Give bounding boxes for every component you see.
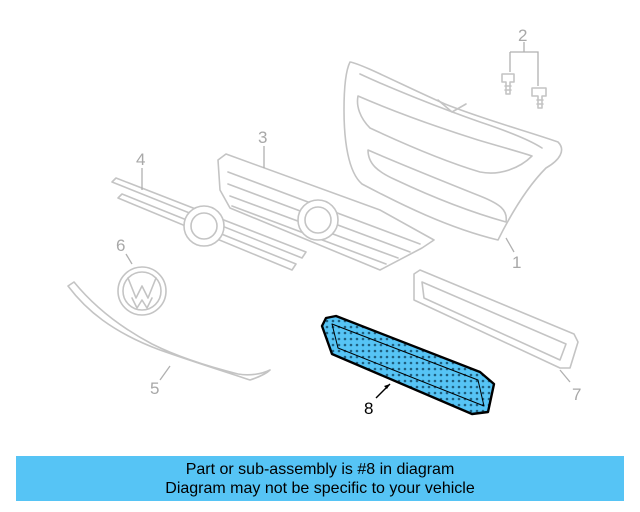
callout-7: 7: [572, 385, 581, 404]
banner-line-1: Part or sub-assembly is #8 in diagram: [185, 460, 455, 478]
trim-strips-part: [111, 177, 307, 271]
leader-lines: [125, 42, 571, 399]
screws-part: [501, 73, 547, 109]
callout-1: 1: [512, 253, 521, 272]
callout-6: 6: [116, 236, 125, 255]
parts-diagram: 1 2 3 4 5 6 7 8: [67, 26, 581, 418]
lower-frame-part: [413, 269, 579, 369]
callout-3: 3: [258, 128, 267, 147]
callout-8: 8: [364, 399, 373, 418]
callout-5: 5: [150, 379, 159, 398]
leader-2: [509, 42, 539, 86]
info-banner: Part or sub-assembly is #8 in diagram Di…: [16, 456, 624, 501]
leader-7: [559, 369, 571, 383]
molding-strip-part: [67, 281, 271, 381]
callout-4: 4: [136, 150, 145, 169]
leader-6: [125, 253, 133, 265]
leader-8-arrowhead: [384, 384, 390, 389]
grille-frame-part: [343, 61, 563, 241]
grille-insert-part: [217, 153, 435, 271]
emblem-part: [117, 266, 167, 316]
leader-5: [159, 365, 171, 381]
callout-2: 2: [518, 26, 527, 45]
banner-line-2: Diagram may not be specific to your vehi…: [165, 479, 475, 497]
mesh-grille-part-highlighted: [320, 314, 496, 416]
leader-1: [505, 237, 515, 253]
